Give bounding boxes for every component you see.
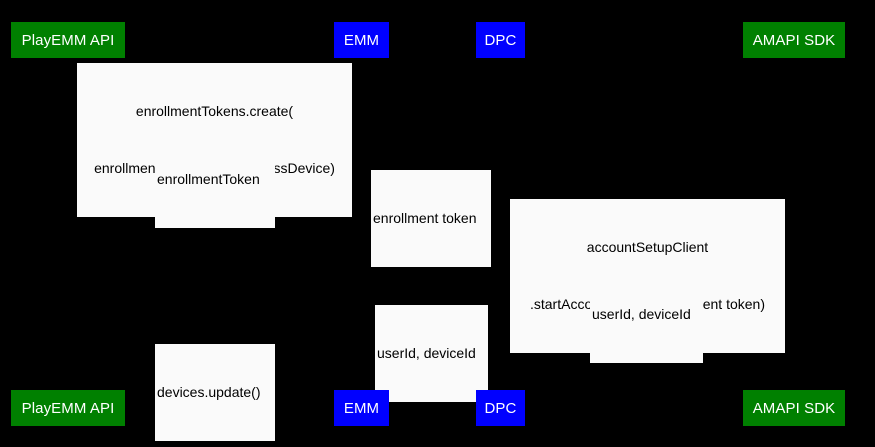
lifeline-dpc <box>500 57 501 390</box>
message-line-1: enrollmentTokens.create( <box>135 103 294 119</box>
message-line-1: devices.update() <box>157 384 261 400</box>
message-userid-deviceid-to-dpc: userId, deviceId <box>590 266 703 363</box>
message-line-1: enrollmentToken <box>157 171 260 187</box>
message-line-1: accountSetupClient <box>586 239 709 255</box>
participant-amapi-sdk-top[interactable]: AMAPI SDK <box>743 22 845 58</box>
participant-dpc-bottom[interactable]: DPC <box>476 390 525 426</box>
participant-label: AMAPI SDK <box>752 31 836 49</box>
message-enrollment-token-response: enrollmentToken <box>155 131 275 228</box>
participant-label: PlayEMM API <box>21 31 115 49</box>
message-line-1: userId, deviceId <box>377 345 476 361</box>
participant-playemm-api-top[interactable]: PlayEMM API <box>11 22 125 58</box>
message-enrollment-token-to-dpc: enrollment token <box>371 170 491 267</box>
participant-dpc-top[interactable]: DPC <box>476 22 525 58</box>
message-userid-deviceid-to-emm: userId, deviceId <box>375 305 488 402</box>
participant-emm-top[interactable]: EMM <box>334 22 389 58</box>
lifeline-amapi-sdk <box>793 57 794 390</box>
message-line-1: userId, deviceId <box>592 306 691 322</box>
participant-label: DPC <box>484 399 517 417</box>
participant-label: EMM <box>343 399 380 417</box>
participant-label: EMM <box>343 31 380 49</box>
participant-playemm-api-bottom[interactable]: PlayEMM API <box>11 390 125 426</box>
participant-label: PlayEMM API <box>21 399 115 417</box>
message-devices-update: devices.update() <box>155 344 275 441</box>
lifeline-playemm-api <box>68 57 69 390</box>
lifeline-emm <box>361 57 362 390</box>
participant-label: DPC <box>484 31 517 49</box>
message-line-1: enrollment token <box>373 210 477 226</box>
participant-emm-bottom[interactable]: EMM <box>334 390 389 426</box>
participant-label: AMAPI SDK <box>752 399 836 417</box>
participant-amapi-sdk-bottom[interactable]: AMAPI SDK <box>743 390 845 426</box>
